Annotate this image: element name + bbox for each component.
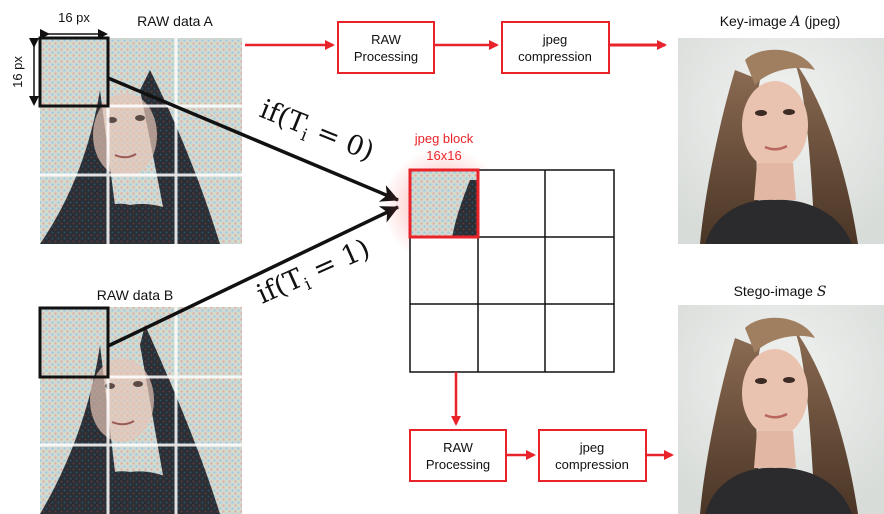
bottom-jpeg-line1: jpeg [579,440,605,455]
arrow-from-raw-a [107,76,399,202]
bottom-jpeg-line2: compression [555,457,629,472]
top-raw-processing-box: RAW Processing [337,21,435,74]
raw-a-title: RAW data A [137,13,213,29]
block-size-vertical: 16 px [10,38,39,106]
stego-image-photo [678,305,884,514]
top-jpeg-line2: compression [518,49,592,64]
raw-image-a [40,38,242,244]
top-raw-processing-line1: RAW [371,32,402,47]
block-size-vertical-label: 16 px [10,56,25,88]
block-size-horizontal: 16 px [40,10,108,39]
raw-image-b [40,307,242,514]
arrow-from-raw-b [107,205,399,348]
key-image-title: Key-image A (jpeg) [720,13,841,30]
top-jpeg-line1: jpeg [542,32,568,47]
raw-b-block-highlight [38,306,110,379]
jpeg-block-highlight [408,168,480,239]
bottom-raw-processing-line1: RAW [443,440,474,455]
condition-a: if(Ti = 0) [254,94,378,171]
key-image-photo [678,38,884,244]
raw-b-title: RAW data B [97,287,174,303]
stego-image-title: Stego-image S [734,283,827,300]
jpeg-block-label-line1: jpeg block [414,131,474,146]
jpeg-block-content [410,170,478,238]
top-raw-processing-line2: Processing [354,49,418,64]
bottom-raw-processing-line2: Processing [426,457,490,472]
block-size-horizontal-label: 16 px [58,10,90,25]
bottom-jpeg-compression-box: jpeg compression [538,429,647,482]
bottom-raw-processing-box: RAW Processing [409,429,507,482]
top-jpeg-compression-box: jpeg compression [501,21,610,74]
